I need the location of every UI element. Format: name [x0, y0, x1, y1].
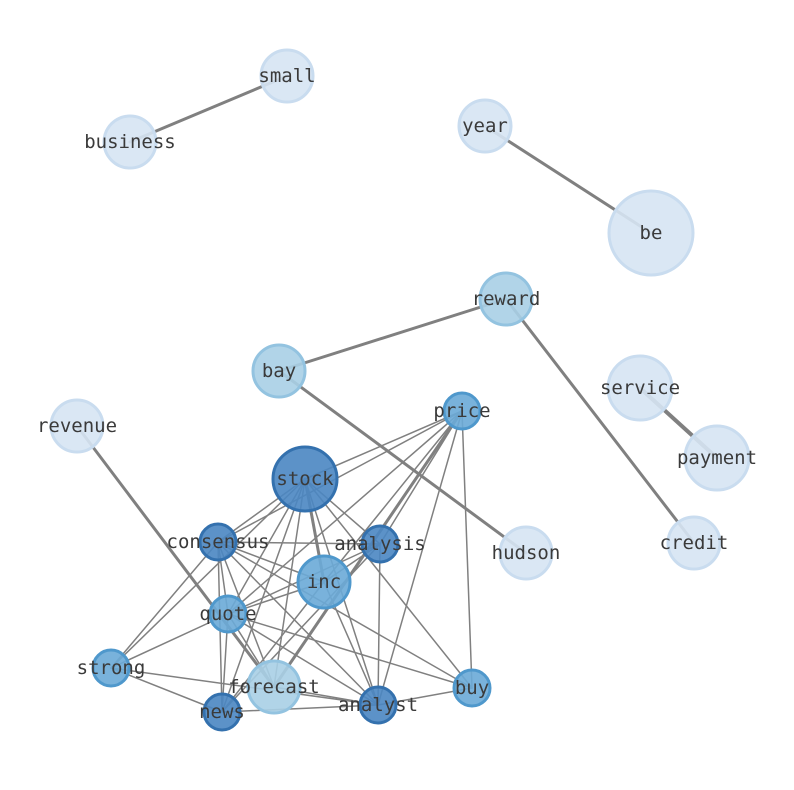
- node-label-business: business: [84, 131, 176, 153]
- node-business: business: [84, 114, 176, 170]
- node-label-revenue: revenue: [37, 415, 117, 437]
- edge-price-consensus: [217, 410, 463, 543]
- node-price: price: [433, 391, 491, 431]
- node-circle-forecast: [246, 659, 302, 715]
- node-buy: buy: [452, 668, 492, 708]
- node-payment: payment: [677, 424, 757, 492]
- node-circle-news: [202, 692, 242, 732]
- edge-stock-strong: [110, 478, 306, 669]
- node-circle-analysis: [360, 524, 400, 564]
- node-strong: strong: [77, 648, 146, 688]
- node-label-small: small: [258, 65, 315, 87]
- edge-strong-analyst: [110, 667, 379, 706]
- edge-quote-analyst: [227, 613, 379, 706]
- edge-consensus-strong: [110, 541, 219, 669]
- edge-consensus-analyst: [217, 541, 379, 706]
- edge-quote-buy: [227, 613, 473, 689]
- edge-reward-bay: [277, 297, 508, 373]
- node-circle-price: [442, 391, 482, 431]
- node-bay: bay: [251, 343, 307, 399]
- edge-news-analyst: [221, 704, 379, 713]
- node-inc: inc: [296, 554, 352, 610]
- node-stock: stock: [271, 445, 339, 513]
- node-analysis: analysis: [334, 524, 426, 564]
- node-service: service: [600, 354, 680, 422]
- edge-inc-news: [221, 581, 325, 713]
- node-label-strong: strong: [77, 657, 146, 679]
- edge-revenue-forecast: [75, 424, 276, 689]
- edge-analysis-analyst: [377, 543, 381, 706]
- node-circle-service: [606, 354, 674, 422]
- edge-price-inc: [323, 410, 463, 583]
- node-label-analyst: analyst: [338, 694, 418, 716]
- node-label-be: be: [640, 222, 663, 244]
- node-circle-small: [259, 48, 315, 104]
- node-label-reward: reward: [472, 288, 541, 310]
- node-circle-strong: [91, 648, 131, 688]
- node-label-forecast: forecast: [228, 676, 320, 698]
- node-label-stock: stock: [276, 468, 334, 490]
- edge-small-business: [128, 74, 289, 144]
- node-consensus: consensus: [167, 522, 270, 562]
- node-circle-consensus: [198, 522, 238, 562]
- node-label-inc: inc: [307, 571, 341, 593]
- node-label-hudson: hudson: [492, 542, 561, 564]
- node-reward: reward: [472, 271, 541, 327]
- node-small: small: [258, 48, 316, 104]
- node-circle-hudson: [498, 525, 554, 581]
- edge-quote-strong: [110, 613, 229, 669]
- node-label-consensus: consensus: [167, 531, 270, 553]
- node-circle-buy: [452, 668, 492, 708]
- node-circle-analyst: [358, 685, 398, 725]
- node-circle-credit: [666, 515, 722, 571]
- node-circle-be: [607, 189, 695, 277]
- edge-reward-credit: [504, 297, 696, 545]
- node-news: news: [199, 692, 245, 732]
- node-label-service: service: [600, 377, 680, 399]
- edge-price-analyst: [377, 410, 463, 706]
- node-label-quote: quote: [199, 603, 256, 625]
- edge-consensus-analysis: [217, 541, 381, 545]
- node-year: year: [457, 98, 513, 154]
- node-circle-year: [457, 98, 513, 154]
- edge-price-quote: [227, 410, 463, 615]
- edge-strong-news: [110, 667, 223, 713]
- node-forecast: forecast: [228, 659, 320, 715]
- node-circle-quote: [208, 594, 248, 634]
- node-label-analysis: analysis: [334, 533, 426, 555]
- node-label-news: news: [199, 701, 245, 723]
- node-circle-payment: [683, 424, 751, 492]
- node-revenue: revenue: [37, 398, 117, 454]
- node-quote: quote: [199, 594, 257, 634]
- node-be: be: [607, 189, 695, 277]
- node-circle-business: [102, 114, 158, 170]
- node-label-price: price: [433, 400, 490, 422]
- node-label-credit: credit: [660, 532, 729, 554]
- node-circle-stock: [271, 445, 339, 513]
- node-label-year: year: [462, 115, 508, 137]
- edge-consensus-buy: [217, 541, 473, 689]
- node-circle-reward: [478, 271, 534, 327]
- edge-stock-news: [221, 478, 306, 713]
- node-analyst: analyst: [338, 685, 418, 725]
- node-circle-revenue: [49, 398, 105, 454]
- node-layer: small business year be reward bay service payme…: [37, 48, 757, 732]
- node-label-payment: payment: [677, 447, 757, 469]
- edge-price-buy: [461, 410, 473, 689]
- edge-stock-buy: [304, 478, 473, 689]
- node-label-buy: buy: [455, 677, 489, 699]
- node-circle-bay: [251, 343, 307, 399]
- node-hudson: hudson: [492, 525, 561, 581]
- node-credit: credit: [660, 515, 729, 571]
- node-circle-inc: [296, 554, 352, 610]
- node-label-bay: bay: [262, 360, 296, 382]
